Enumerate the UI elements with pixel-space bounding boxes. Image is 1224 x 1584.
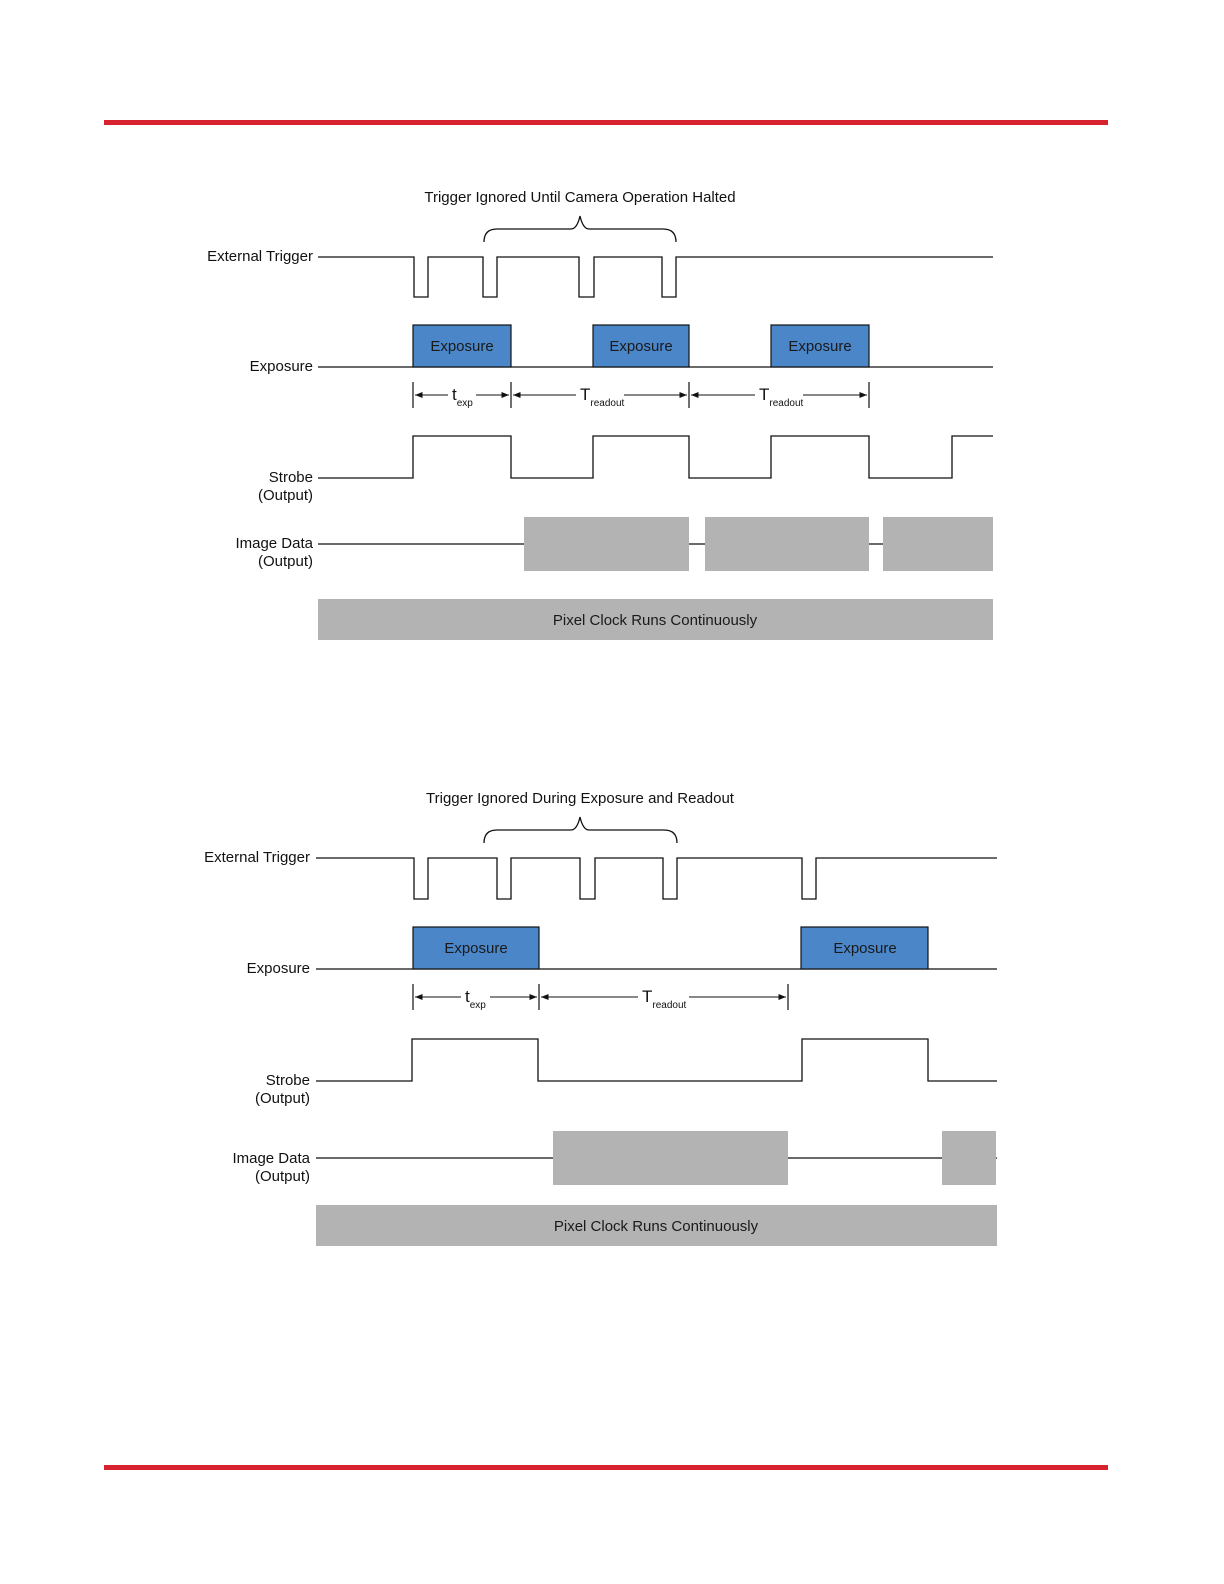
timing-label-readout: Treadout: [580, 385, 625, 409]
header-rule: [104, 120, 1108, 125]
strobe-waveform: [318, 435, 993, 479]
ignored-brace: [483, 215, 677, 243]
timing-markers: [412, 984, 789, 1010]
label-image-data: Image Data: [232, 1150, 310, 1167]
exposure-block: Exposure: [412, 324, 512, 368]
strobe-waveform: [316, 1038, 997, 1082]
exposure-block-label: Exposure: [609, 338, 672, 355]
label-strobe: Strobe: [269, 469, 313, 486]
label-image-data-output: (Output): [255, 1168, 310, 1185]
footer-rule: [104, 1465, 1108, 1470]
image-data-block: [942, 1131, 996, 1185]
label-image-data: Image Data: [235, 535, 313, 552]
image-data-block: [524, 517, 689, 571]
pixel-clock-label: Pixel Clock Runs Continuously: [553, 612, 758, 629]
image-data-block: [883, 517, 993, 571]
pixel-clock-bar: [316, 1205, 997, 1246]
label-exposure: Exposure: [250, 358, 313, 375]
timing-label-exp: texp: [465, 987, 486, 1011]
timing-label-readout: Treadout: [642, 987, 687, 1011]
label-strobe-output: (Output): [258, 487, 313, 504]
exposure-block-label: Exposure: [444, 940, 507, 957]
exposure-block: Exposure: [770, 324, 870, 368]
pixel-clock-label: Pixel Clock Runs Continuously: [554, 1218, 759, 1235]
trigger-waveform: [318, 256, 993, 298]
ignored-brace: [483, 816, 678, 844]
diagram-title: Trigger Ignored During Exposure and Read…: [426, 790, 735, 807]
exposure-block-label: Exposure: [788, 338, 851, 355]
diagram-single: Trigger Ignored During Exposure and Read…: [204, 790, 997, 1246]
timing-label-readout: Treadout: [759, 385, 804, 409]
label-strobe: Strobe: [266, 1072, 310, 1089]
pixel-clock-bar: [318, 599, 993, 640]
label-image-data-output: (Output): [258, 553, 313, 570]
exposure-block: Exposure: [800, 926, 929, 970]
label-exposure: Exposure: [247, 960, 310, 977]
timing-label-exp: texp: [452, 385, 473, 409]
diagram-continuous: Trigger Ignored Until Camera Operation H…: [207, 189, 993, 640]
timing-markers: [412, 382, 870, 408]
exposure-block: Exposure: [412, 926, 540, 970]
exposure-block-label: Exposure: [430, 338, 493, 355]
label-external-trigger: External Trigger: [207, 248, 313, 265]
image-data-block: [705, 517, 869, 571]
exposure-block: Exposure: [592, 324, 690, 368]
label-external-trigger: External Trigger: [204, 849, 310, 866]
image-data-block: [553, 1131, 788, 1185]
label-strobe-output: (Output): [255, 1090, 310, 1107]
exposure-block-label: Exposure: [833, 940, 896, 957]
diagram-title: Trigger Ignored Until Camera Operation H…: [424, 189, 735, 206]
trigger-waveform: [316, 857, 997, 900]
